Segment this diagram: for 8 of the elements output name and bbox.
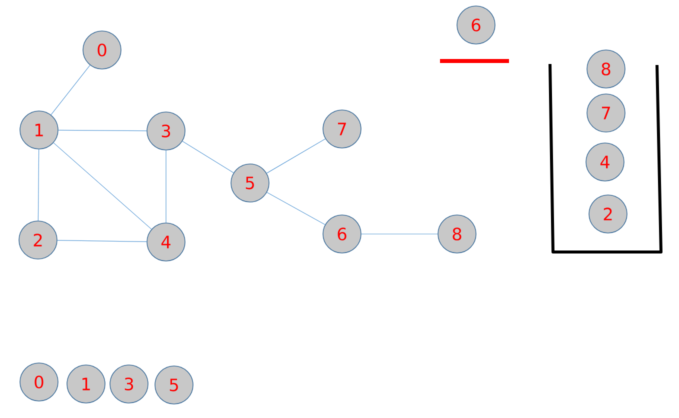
connector-line	[58, 130, 147, 132]
connector-line	[50, 64, 90, 116]
connector-line	[38, 149, 40, 221]
connector-line	[53, 142, 152, 230]
connector-line	[266, 138, 326, 174]
connector-line	[57, 240, 147, 242]
connector-line	[266, 192, 326, 225]
connector-line	[182, 140, 234, 174]
